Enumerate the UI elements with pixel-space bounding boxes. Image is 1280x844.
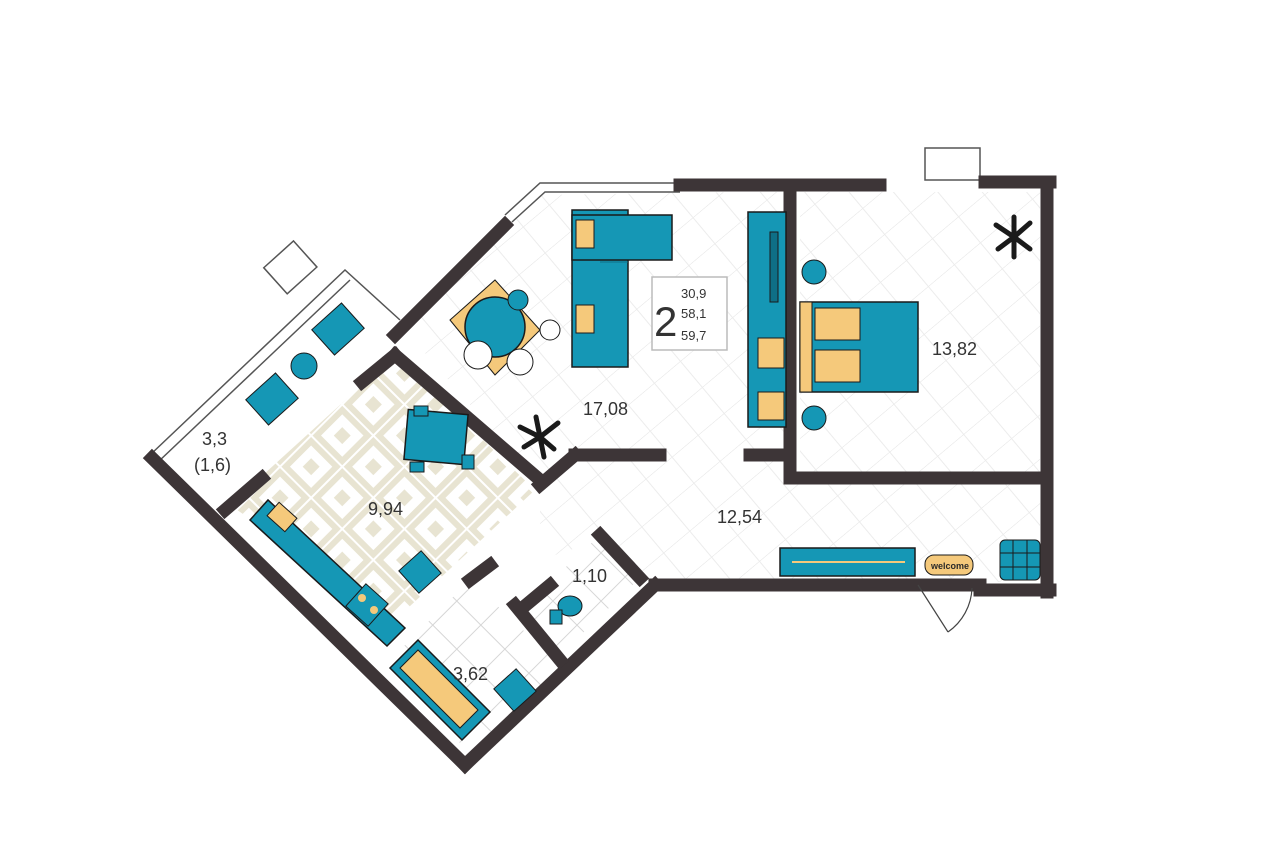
plant-icon: [517, 414, 561, 460]
tv-stand-icon: [747, 211, 787, 428]
wall-segment: [352, 345, 405, 392]
rooms-count: 2: [654, 298, 677, 345]
bedroom-floor: [800, 192, 1040, 478]
toilet-floor: [520, 535, 640, 655]
bathtub-icon: [388, 638, 492, 742]
plant-icon: [539, 319, 561, 341]
wall-segment: [510, 575, 560, 620]
total-area-with-balcony: 59,7: [681, 328, 706, 343]
walls: [142, 175, 1057, 775]
bathroom-floor: [390, 580, 560, 755]
bedroom-area-label: 13,82: [932, 339, 977, 359]
plant-icon: [993, 214, 1033, 260]
wall-segment: [530, 445, 585, 495]
kitchen-area-label: 9,94: [368, 499, 403, 519]
nightstand-icon: [801, 259, 827, 285]
doormat-text: welcome: [930, 561, 969, 571]
furniture: [245, 209, 1041, 742]
balcony-area-label: 3,3: [202, 429, 227, 449]
wall-segment: [460, 555, 500, 590]
toilet-icon: [549, 595, 583, 625]
balcony-area-reduced-label: (1,6): [194, 455, 231, 475]
total-area: 58,1: [681, 306, 706, 321]
balcony: [149, 147, 981, 463]
wall-segment: [590, 525, 650, 588]
toilet-area-label: 1,10: [572, 566, 607, 586]
pouf-icon: [999, 539, 1041, 581]
armchair-icon: [245, 302, 365, 426]
sofa-icon: [571, 209, 673, 368]
room-labels: 3,3 (1,6) 9,94 17,08 13,82 12,54 3,62 1,…: [194, 339, 977, 684]
nightstand-icon: [801, 405, 827, 431]
fridge-icon: [398, 550, 442, 594]
entrance-door: [917, 584, 973, 633]
stove-icon: [345, 583, 389, 627]
doormat-icon: [924, 554, 974, 576]
wall-segment: [215, 468, 272, 520]
apartment-info-box: 2 30,9 58,1 59,7: [651, 276, 728, 351]
coat-rack-icon: [779, 547, 916, 577]
bathroom-area-label: 3,62: [453, 664, 488, 684]
wall-segment: [142, 448, 475, 775]
kitchen-table-icon: [403, 405, 475, 473]
living-room-area-label: 17,08: [583, 399, 628, 419]
dining-table-icon: [449, 279, 541, 376]
living-area: 30,9: [681, 286, 706, 301]
sink-icon: [493, 668, 537, 712]
hallway-area-label: 12,54: [717, 507, 762, 527]
wall-segment: [385, 215, 515, 345]
wall-segment: [455, 575, 665, 775]
bed-icon: [799, 301, 919, 393]
